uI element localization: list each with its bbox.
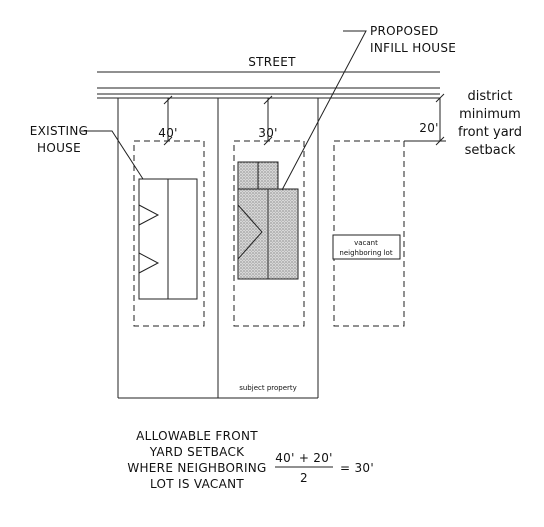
vacant-label-box: [332, 234, 401, 260]
caption-line1: ALLOWABLE FRONT: [136, 429, 258, 443]
subject-property-label: subject property: [239, 384, 297, 392]
district-label-line2: minimum: [459, 107, 521, 122]
vacant-label-line2: neighboring lot: [339, 249, 392, 257]
lot-lines: [117, 98, 319, 399]
existing-label-line1: EXISTING: [30, 124, 89, 138]
formula-numerator: 40' + 20': [275, 451, 333, 465]
proposed-house: [237, 161, 299, 280]
caption-line4: LOT IS VACANT: [150, 477, 244, 491]
caption-line3: WHERE NEIGHBORING: [127, 461, 266, 475]
street-lines: [97, 71, 440, 99]
dimension-ticks: [163, 93, 446, 146]
proposed-label-line2: INFILL HOUSE: [370, 41, 456, 55]
existing-house: [138, 178, 198, 300]
proposed-label-line1: PROPOSED: [370, 24, 439, 38]
formula-result: = 30': [340, 461, 374, 475]
street-label: STREET: [248, 55, 296, 69]
district-label-line3: front yard: [458, 125, 522, 140]
vacant-label-line1: vacant: [354, 239, 378, 247]
proposed-setback-dimension: 30': [258, 126, 277, 140]
district-label-line4: setback: [465, 143, 516, 158]
existing-label-line2: HOUSE: [37, 141, 81, 155]
district-label-line1: district: [468, 89, 513, 104]
caption-line2: YARD SETBACK: [149, 445, 245, 459]
leader-lines: [81, 30, 367, 191]
setback-boxes: [133, 140, 405, 327]
existing-setback-dimension: 40': [158, 126, 177, 140]
district-setback-dimension: 20': [419, 121, 438, 135]
formula-denominator: 2: [300, 471, 308, 485]
